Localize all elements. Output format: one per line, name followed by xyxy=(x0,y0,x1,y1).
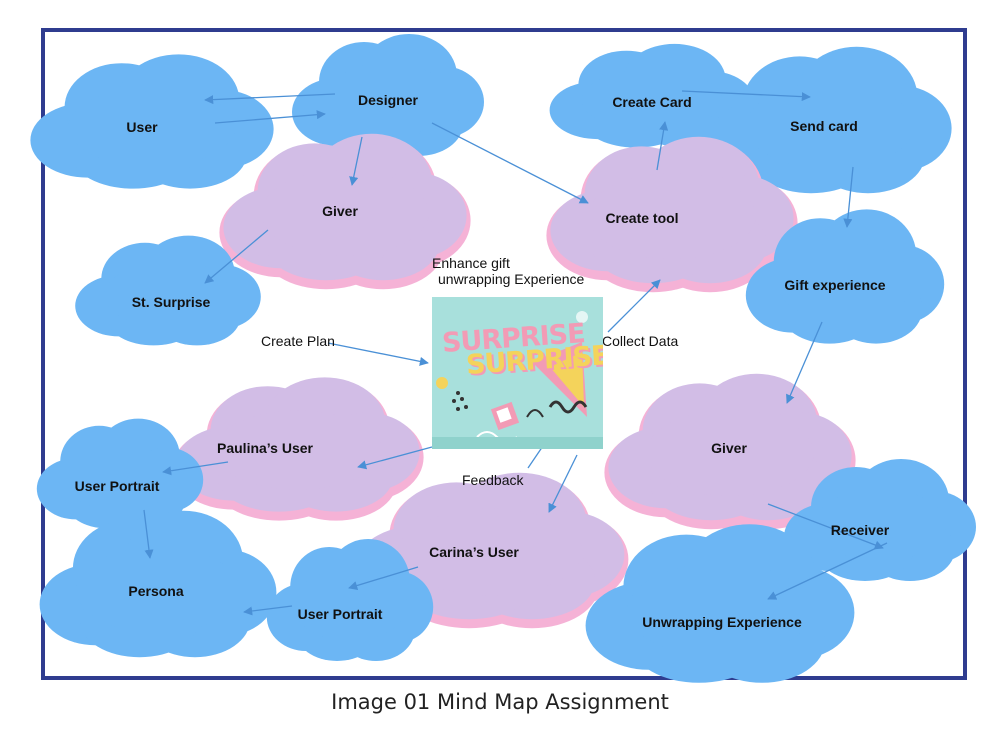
node-send-card: Send card xyxy=(790,118,858,134)
label-enhance-line2: unwrapping Experience xyxy=(438,271,585,287)
label-collect-data: Collect Data xyxy=(602,333,679,349)
edge-designer-to-user xyxy=(204,93,336,105)
label-enhance-gift: Enhance gift unwrapping Experience xyxy=(432,255,584,287)
node-giver-right: Giver xyxy=(711,440,747,456)
node-create-card: Create Card xyxy=(612,94,692,110)
edge-giver-to-receiver xyxy=(767,503,884,550)
figure-caption: Image 01 Mind Map Assignment xyxy=(331,690,669,714)
edge-user-to-designer xyxy=(214,110,326,124)
edge-collect-data-to-create-tool xyxy=(607,279,661,333)
node-giver-top: Giver xyxy=(322,203,358,219)
cloud-giver-top xyxy=(219,133,471,290)
cloud-user-portrait-bottom xyxy=(266,539,434,661)
cloud-gift-experience xyxy=(745,209,945,344)
cloud-persona xyxy=(39,510,277,658)
edge-carinas-user-to-user-portrait xyxy=(348,566,419,590)
edge-user-portrait-to-persona xyxy=(143,509,154,559)
cloud-send-card xyxy=(708,46,952,194)
cloud-paulinas-user xyxy=(172,377,424,521)
cloud-unwrapping xyxy=(585,524,855,683)
node-create-tool: Create tool xyxy=(605,210,679,226)
node-paulinas-user: Paulina’s User xyxy=(217,440,313,456)
edge-designer-to-create-tool xyxy=(431,122,589,204)
node-st-surprise: St. Surprise xyxy=(131,294,211,310)
cloud-user-portrait-left xyxy=(36,418,204,529)
edge-image-to-carinas-user xyxy=(548,454,578,513)
node-receiver: Receiver xyxy=(830,522,890,538)
edge-giver-to-st-surprise xyxy=(204,229,269,284)
label-create-plan: Create Plan xyxy=(261,333,335,349)
edge-image-to-paulinas-user xyxy=(357,446,433,470)
edge-send-card-to-gift-experience xyxy=(843,166,854,228)
label-enhance-line1: Enhance gift xyxy=(432,255,510,271)
edge-user-portrait-to-persona-bottom xyxy=(243,605,293,616)
node-designer: Designer xyxy=(358,92,418,108)
edge-designer-to-giver xyxy=(349,136,363,186)
edge-create-tool-to-create-card xyxy=(656,121,669,171)
cloud-create-tool xyxy=(546,136,798,293)
node-persona: Persona xyxy=(128,583,184,599)
edge-gift-experience-to-giver xyxy=(786,321,823,404)
node-user: User xyxy=(126,119,158,135)
cloud-carinas-user xyxy=(351,472,629,629)
edge-create-card-to-send-card xyxy=(681,90,811,102)
cloud-st-surprise xyxy=(75,235,261,346)
cloud-user xyxy=(30,54,274,189)
cloud-receiver xyxy=(784,459,976,581)
edge-receiver-to-unwrapping xyxy=(767,542,888,600)
surprise-poster-image: SURPRISE SURPRISE xyxy=(432,297,603,449)
edge-create-plan-to-image xyxy=(327,342,429,366)
edge-paulinas-user-to-user-portrait xyxy=(162,461,229,476)
node-gift-experience: Gift experience xyxy=(784,277,886,293)
node-carinas-user: Carina’s User xyxy=(429,544,519,560)
label-feedback: Feedback xyxy=(462,472,524,488)
cloud-create-card xyxy=(549,43,755,148)
poster-decorations xyxy=(432,311,603,449)
node-user-portrait-bottom: User Portrait xyxy=(297,606,383,622)
node-unwrapping-experience: Unwrapping Experience xyxy=(642,614,802,630)
node-user-portrait-left: User Portrait xyxy=(74,478,160,494)
